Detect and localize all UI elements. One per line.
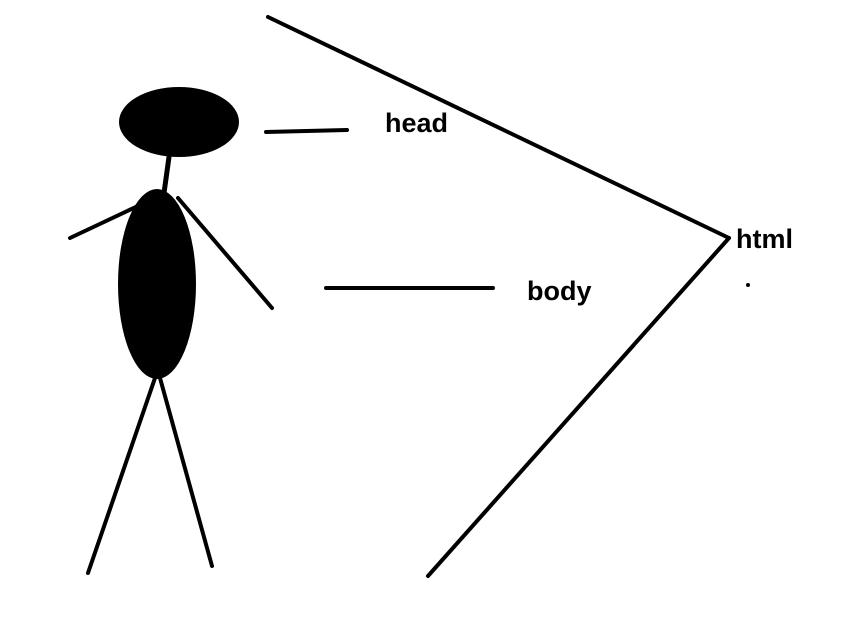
- head-label: head: [385, 108, 449, 138]
- stray-dot: [746, 283, 750, 287]
- html-label: html: [736, 224, 793, 254]
- figure-left-leg: [86, 376, 157, 575]
- head-connector-line: [264, 128, 349, 134]
- figure-head: [119, 87, 239, 157]
- body-label: body: [527, 276, 592, 306]
- figure-left-arm: [68, 203, 142, 240]
- html-bracket-upper-line: [266, 15, 731, 240]
- figure-body: [118, 189, 196, 379]
- figure-right-leg: [158, 376, 214, 568]
- figure-neck: [161, 154, 172, 196]
- html-bracket-lower-line: [426, 236, 731, 578]
- figure-right-arm: [176, 196, 274, 310]
